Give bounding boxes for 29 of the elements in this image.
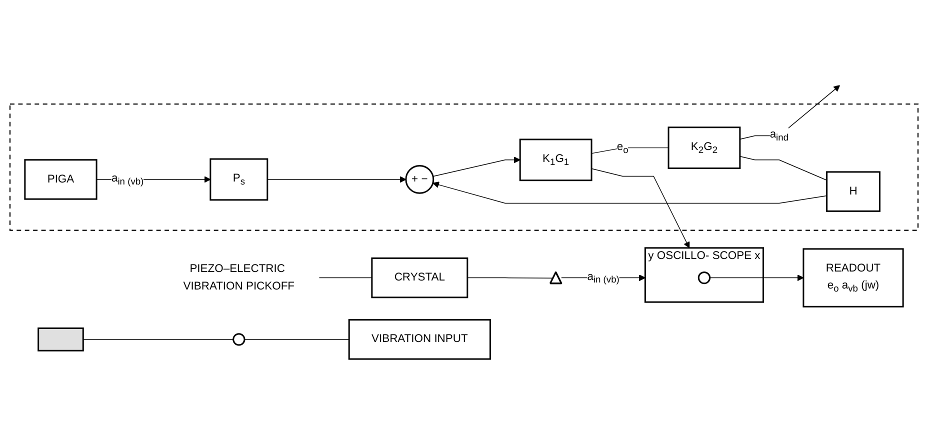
edge-label: e$_{o}$ [616, 140, 628, 156]
node-box: K$_{1}$G$_{1}$ [519, 139, 592, 182]
node-circle [232, 334, 246, 346]
node-box: READOUT e$_{o}$ a$_{vb}$ (jw) [802, 248, 904, 308]
node-box: K$_{2}$G$_{2}$ [668, 127, 741, 170]
edge-label: a$_{ind}$ [770, 128, 789, 144]
line [467, 278, 554, 280]
arrow [267, 176, 406, 184]
arrow [432, 182, 828, 204]
node-text: PIEZO–ELECTRIC VIBRATION PICKOFF [183, 262, 295, 292]
node-box: H [826, 172, 880, 212]
node-box: P$_{s}$ [210, 158, 268, 202]
node-box: CRYSTAL [371, 258, 468, 299]
line [591, 148, 669, 154]
cluster: y OSCILLO- SCOPE x [644, 248, 764, 304]
cluster [9, 104, 919, 232]
node-box: VIBRATION INPUT [348, 320, 491, 360]
arrow [709, 275, 804, 282]
line [740, 156, 828, 182]
line [318, 278, 372, 279]
arrow [432, 157, 520, 178]
node-box [38, 328, 84, 352]
arrow [740, 86, 840, 140]
node-circle [698, 272, 711, 285]
arrow [591, 168, 690, 249]
edge-label: a$_{in (vb)}$ [587, 270, 620, 286]
edge-label: a$_{in (vb)}$ [111, 172, 144, 188]
node-circle: + − [405, 166, 434, 194]
node-box: PIGA [24, 160, 98, 200]
